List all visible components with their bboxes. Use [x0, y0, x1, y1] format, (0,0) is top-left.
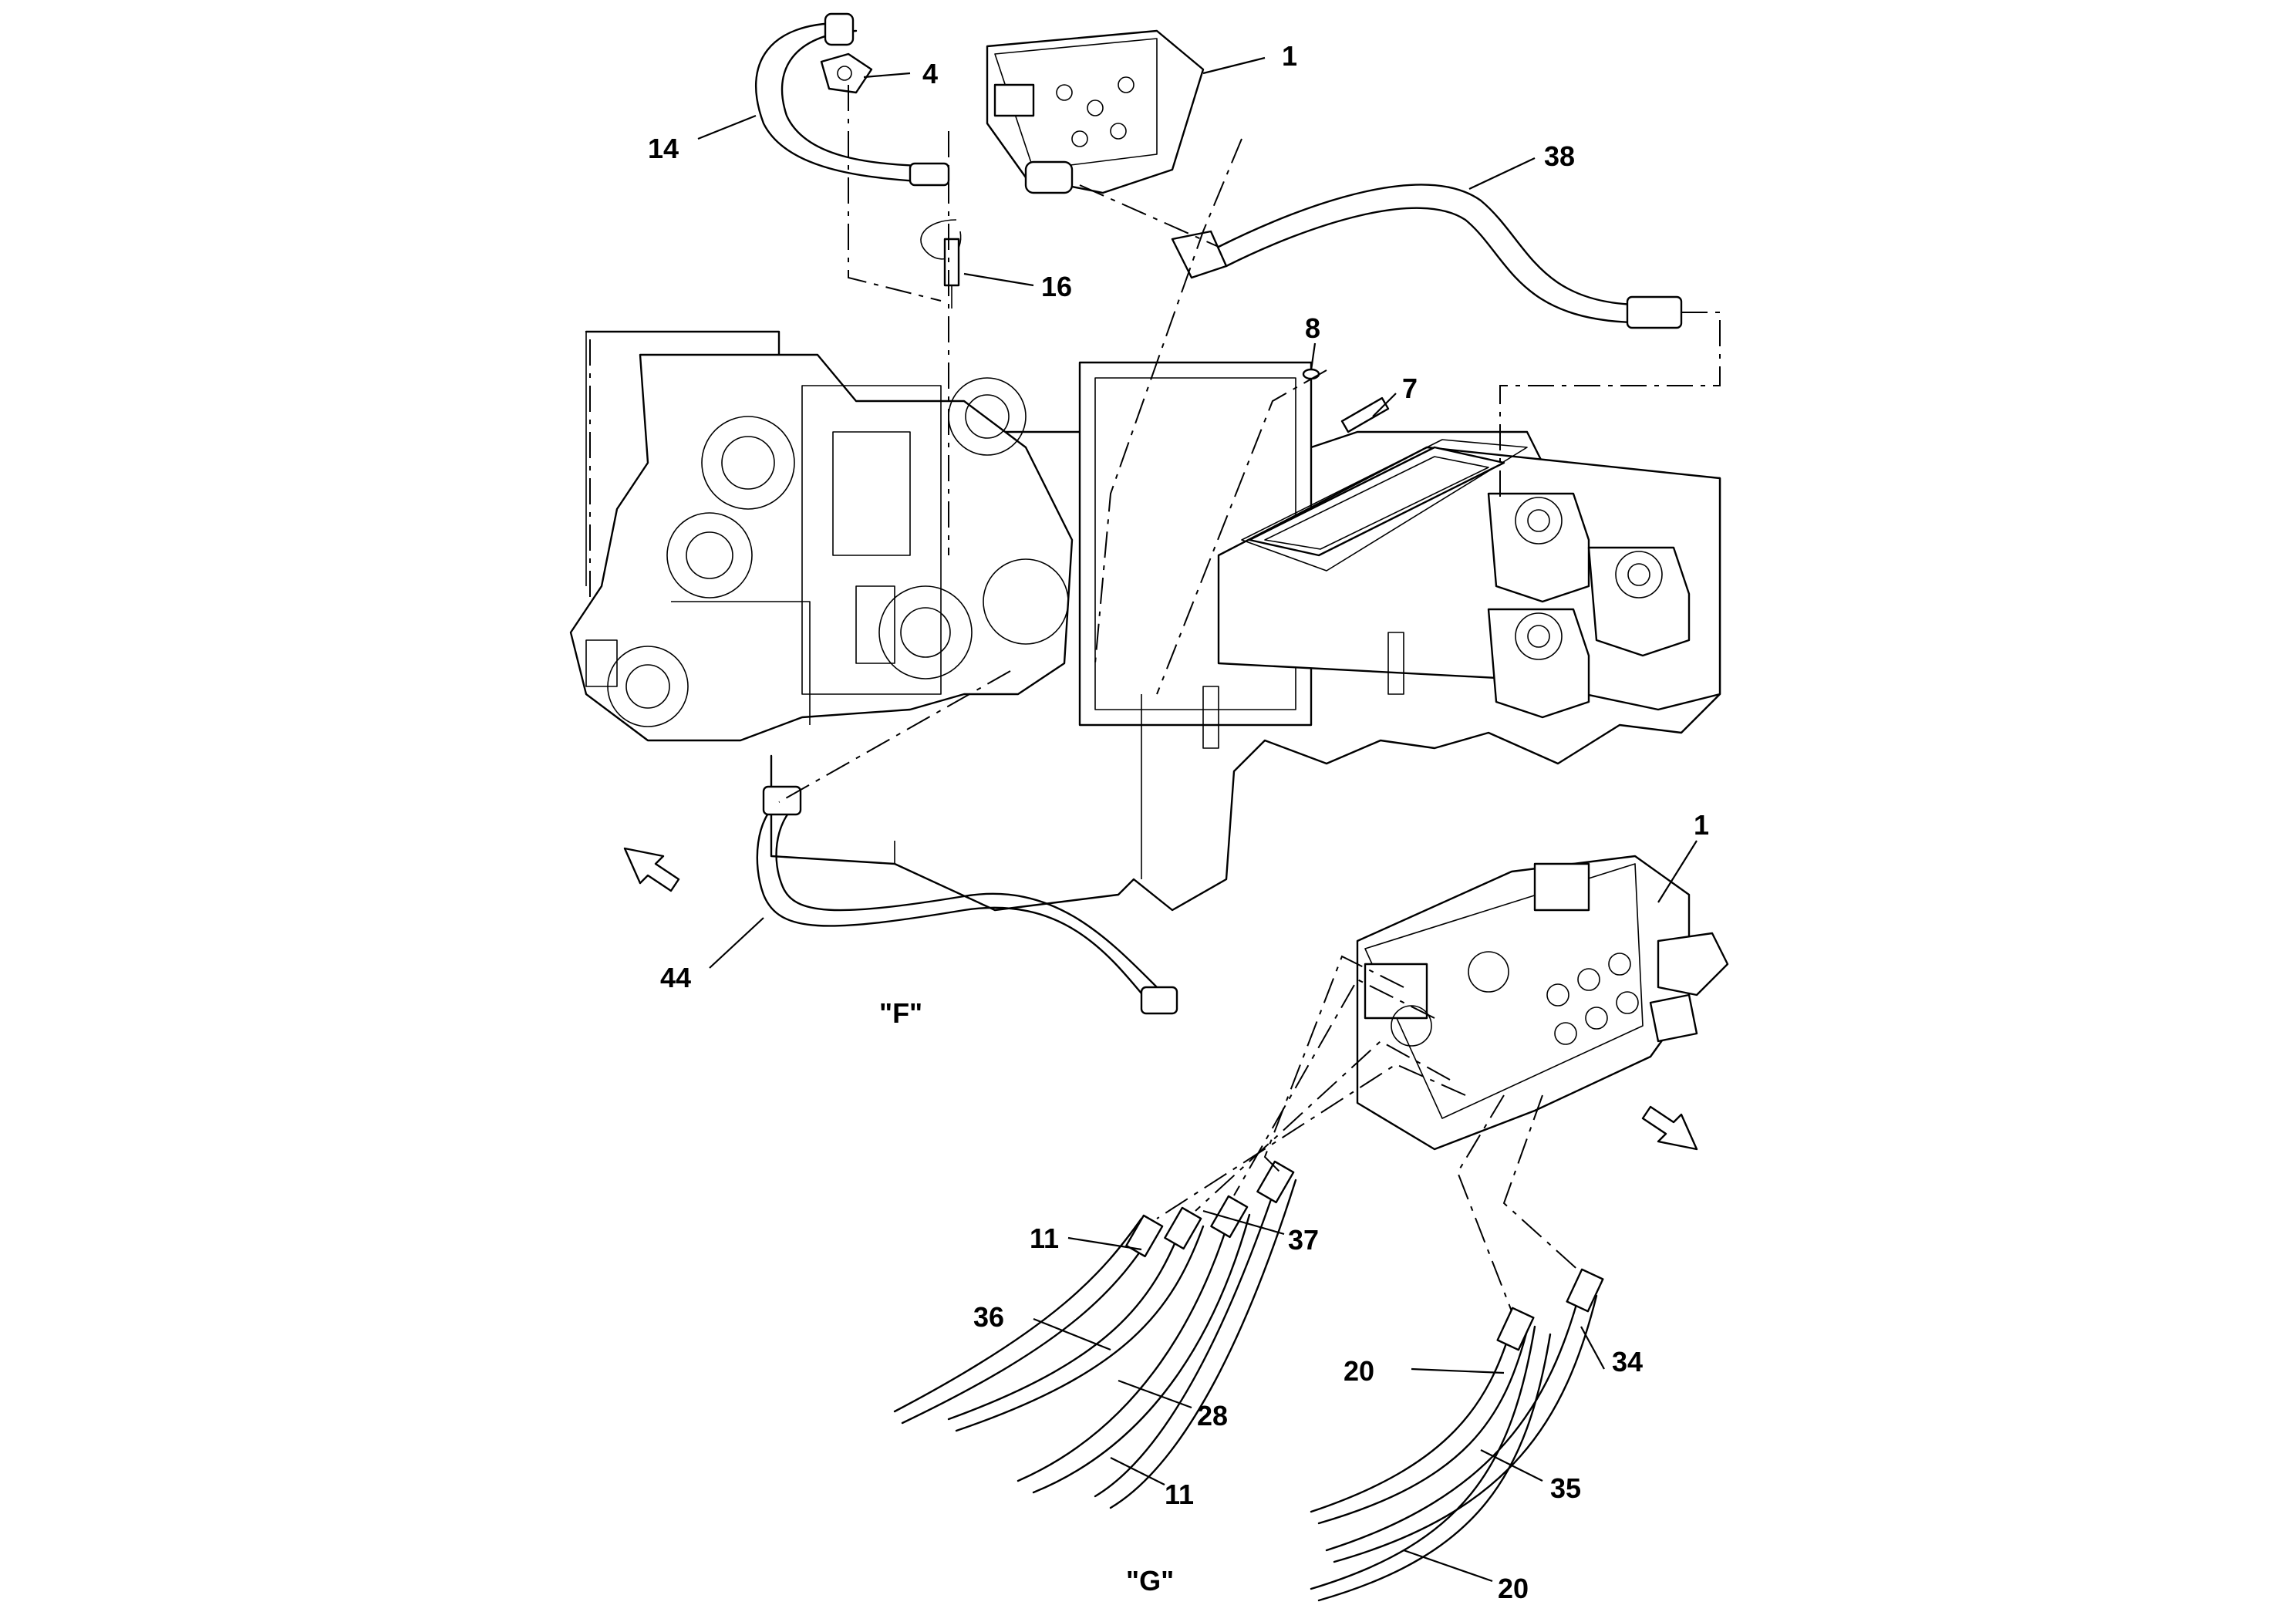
callout-44: 44 [660, 962, 691, 993]
gear-motors [1487, 492, 1691, 719]
machine-frame [585, 330, 1721, 912]
callout-16: 16 [1041, 271, 1072, 302]
hose-group-right [1310, 1268, 1604, 1602]
pump-assembly [569, 353, 1074, 742]
callout-1-top: 1 [1282, 40, 1297, 72]
bolt-7 [1340, 396, 1390, 433]
tank-cover [1248, 446, 1505, 557]
callout-8: 8 [1305, 312, 1320, 344]
callout-20-lower: 20 [1498, 1573, 1529, 1604]
callout-36: 36 [973, 1301, 1004, 1333]
callout-11-upper: 11 [1030, 1222, 1059, 1254]
callout-35: 35 [1550, 1472, 1581, 1504]
callout-1-bottom: 1 [1694, 809, 1709, 841]
arrow-down-right-icon [1641, 1105, 1698, 1151]
callout-14: 14 [648, 133, 679, 164]
valve-block-bottom [1356, 855, 1729, 1151]
hose-44 [756, 785, 1178, 1015]
hose-group-left [893, 1160, 1297, 1509]
hose-14 [755, 12, 950, 187]
callout-11-lower: 11 [1165, 1479, 1194, 1510]
fitting-16 [920, 219, 962, 309]
hose-38 [1171, 184, 1683, 329]
callout-20-upper: 20 [1344, 1355, 1374, 1387]
callout-leaders [697, 56, 1698, 1583]
callout-4: 4 [922, 58, 938, 89]
callout-38: 38 [1544, 140, 1575, 172]
assembly-lines-f [778, 85, 1721, 803]
view-label-g: "G" [1126, 1565, 1174, 1597]
callout-34: 34 [1612, 1346, 1643, 1378]
view-label-f: "F" [879, 997, 922, 1029]
assembly-lines-g [1156, 955, 1582, 1312]
valve-block-top [986, 29, 1205, 194]
washer-8 [1302, 368, 1320, 380]
clamp-4 [820, 52, 873, 94]
callout-7: 7 [1402, 373, 1418, 404]
callout-28: 28 [1197, 1400, 1228, 1431]
callout-37: 37 [1288, 1224, 1319, 1256]
arrow-up-left-icon [623, 847, 680, 892]
